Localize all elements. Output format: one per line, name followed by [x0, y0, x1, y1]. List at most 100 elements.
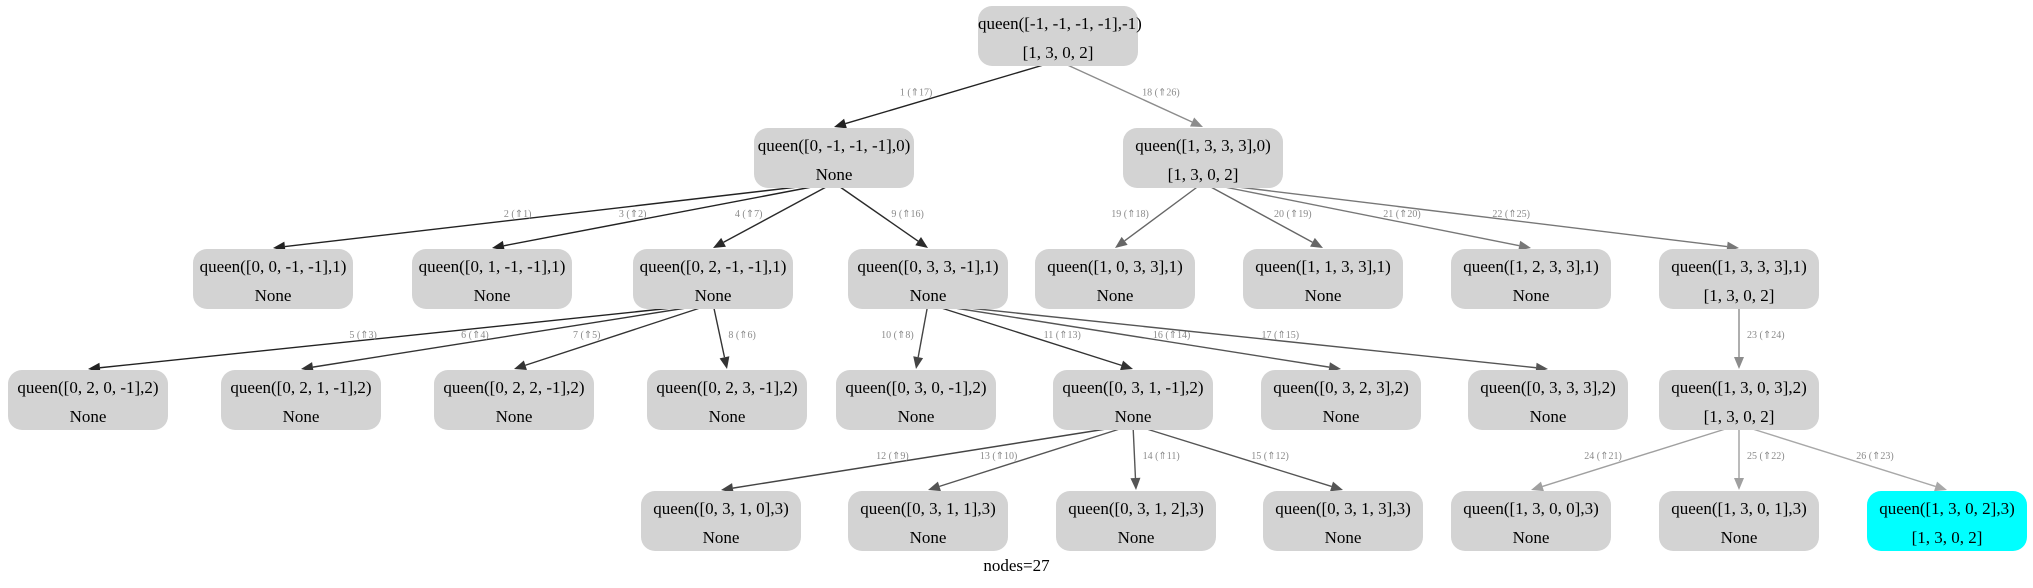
node-call-label: queen([0, 2, -1, -1],1) [639, 257, 787, 276]
node-result-label: None [254, 286, 292, 305]
tree-edge: 19 (⇑18) [1111, 185, 1200, 248]
edge-arrowhead [834, 118, 847, 129]
tree-node: queen([0, 3, 0, -1],2) None [836, 370, 996, 430]
node-result-label: None [282, 407, 320, 426]
tree-node: queen([1, 3, 0, 3],2) [1, 3, 0, 2] [1659, 370, 1819, 430]
edge-line [723, 185, 829, 243]
edge-arrowhead [1115, 236, 1128, 248]
node-result-label: None [708, 407, 746, 426]
node-call-label: queen([0, 2, 0, -1],2) [17, 378, 159, 397]
edge-label: 1 (⇑17) [900, 88, 933, 99]
node-result-label: None [1096, 286, 1134, 305]
edge-label: 4 (⇑7) [735, 209, 763, 220]
tree-node: queen([-1, -1, -1, -1],-1)[1, 3, 0, 2] [978, 6, 1142, 66]
edge-line [958, 306, 1537, 369]
edge-line [99, 306, 682, 369]
tree-edge: 26 (⇑23) [1749, 427, 1947, 492]
node-count-footer: nodes=27 [983, 556, 1050, 575]
node-call-label: queen([0, 3, 1, 3],3) [1275, 499, 1411, 518]
edge-line [1749, 427, 1936, 488]
tree-node: queen([1, 3, 0, 0],3) None [1451, 491, 1611, 551]
edge-label: 10 (⇑8) [881, 330, 914, 341]
tree-edge: 15 (⇑12) [1143, 427, 1343, 492]
tree-node: queen([1, 3, 3, 3],1)[1, 3, 0, 2] [1659, 249, 1819, 309]
edge-arrowhead [1734, 478, 1744, 490]
tree-node: queen([0, 3, 1, -1],2)None [1053, 370, 1213, 430]
node-call-label: queen([0, 2, 2, -1],2) [443, 378, 585, 397]
tree-edge: 21 (⇑20) [1219, 185, 1531, 251]
edge-label: 16 (⇑14) [1153, 330, 1191, 341]
tree-node: queen([0, 2, 2, -1],2)None [434, 370, 594, 430]
edge-arrowhead [1190, 117, 1203, 127]
edge-arrowhead [928, 481, 941, 492]
tree-node: queen([1, 2, 3, 3],1)None [1451, 249, 1611, 309]
tree-node: queen([0, 3, 1, 3],3) None [1263, 491, 1423, 551]
tree-edge: 10 (⇑8) [881, 306, 929, 369]
tree-node: queen([1, 0, 3, 3],1)None [1035, 249, 1195, 309]
edge-arrowhead [301, 362, 314, 373]
edge-arrowhead [514, 360, 527, 371]
node-call-label: queen([1, 3, 0, 2],3) [1879, 499, 2015, 518]
edge-arrowhead [1934, 481, 1947, 492]
node-call-label: queen([0, 3, 1, 1],3) [860, 499, 996, 518]
node-result-label: None [694, 286, 732, 305]
node-call-label: queen([0, 3, 1, 2],3) [1068, 499, 1204, 518]
edge-arrowhead [1310, 237, 1323, 248]
edge-line [503, 185, 818, 247]
tree-node: queen([0, 2, -1, -1],1) None [633, 249, 793, 309]
tree-node: queen([0, 3, 3, 3],2)None [1468, 370, 1628, 430]
edge-arrowhead [913, 356, 924, 369]
edge-line [939, 427, 1123, 488]
edge-line [1124, 185, 1200, 242]
node-result-label: None [1512, 528, 1550, 547]
node-call-label: queen([1, 1, 3, 3],1) [1255, 257, 1391, 276]
node-result-label: None [897, 407, 935, 426]
edge-label: 19 (⇑18) [1111, 209, 1149, 220]
tree-node: queen([1, 1, 3, 3],1) None [1243, 249, 1403, 309]
tree-edge: 3 (⇑2) [492, 185, 818, 251]
node-result-label: None [1529, 407, 1567, 426]
tree-edge: 12 (⇑9) [721, 427, 1113, 494]
edge-label: 11 (⇑13) [1044, 330, 1081, 341]
node-result-label: None [1117, 528, 1155, 547]
node-result-label: [1, 3, 0, 2] [1703, 407, 1775, 426]
node-call-label: queen([1, 3, 0, 3],2) [1671, 378, 1807, 397]
tree-node: queen([1, 3, 0, 1],3)None [1659, 491, 1819, 551]
edge-line [917, 306, 929, 358]
node-result-label: None [1304, 286, 1342, 305]
node-call-label: queen([1, 3, 0, 1],3) [1671, 499, 1807, 518]
edge-arrowhead [1130, 477, 1141, 490]
node-call-label: queen([0, 3, 0, -1],2) [845, 378, 987, 397]
tree-node: queen([0, 3, 1, 0],3)None [641, 491, 801, 551]
node-call-label: queen([1, 3, 0, 0],3) [1463, 499, 1599, 518]
edge-label: 5 (⇑3) [349, 330, 377, 341]
edge-line [312, 306, 693, 368]
node-call-label: queen([0, 3, 3, -1],1) [857, 257, 999, 276]
edge-arrowhead [1120, 360, 1133, 371]
tree-edge: 16 (⇑14) [948, 306, 1341, 373]
tree-edge: 23 (⇑24) [1734, 307, 1785, 369]
node-result-label: None [909, 286, 947, 305]
tree-edge: 8 (⇑6) [713, 306, 756, 369]
edge-line [948, 306, 1330, 368]
edge-label: 9 (⇑16) [891, 209, 924, 220]
tree-node: queen([0, 3, 1, 2],3) None [1056, 491, 1216, 551]
edge-line [525, 306, 704, 366]
edge-label: 13 (⇑10) [980, 451, 1018, 462]
tree-edge: 11 (⇑13) [938, 306, 1133, 371]
node-result-label: None [815, 165, 853, 184]
edge-arrowhead [1531, 481, 1544, 492]
node-call-label: queen([0, 2, 1, -1],2) [230, 378, 372, 397]
tree-edge: 20 (⇑19) [1208, 185, 1323, 248]
edge-label: 23 (⇑24) [1747, 330, 1785, 341]
edge-label: 26 (⇑23) [1856, 451, 1894, 462]
node-result-label: None [1324, 528, 1362, 547]
edge-label: 15 (⇑12) [1251, 451, 1289, 462]
node-result-label: None [473, 286, 511, 305]
tree-edge: 6 (⇑4) [301, 306, 693, 373]
node-result-label: None [1114, 407, 1152, 426]
solution-node: queen([1, 3, 0, 2],3)[1, 3, 0, 2] [1867, 491, 2027, 551]
edge-line [1229, 185, 1728, 248]
edge-label: 18 (⇑26) [1142, 88, 1180, 99]
